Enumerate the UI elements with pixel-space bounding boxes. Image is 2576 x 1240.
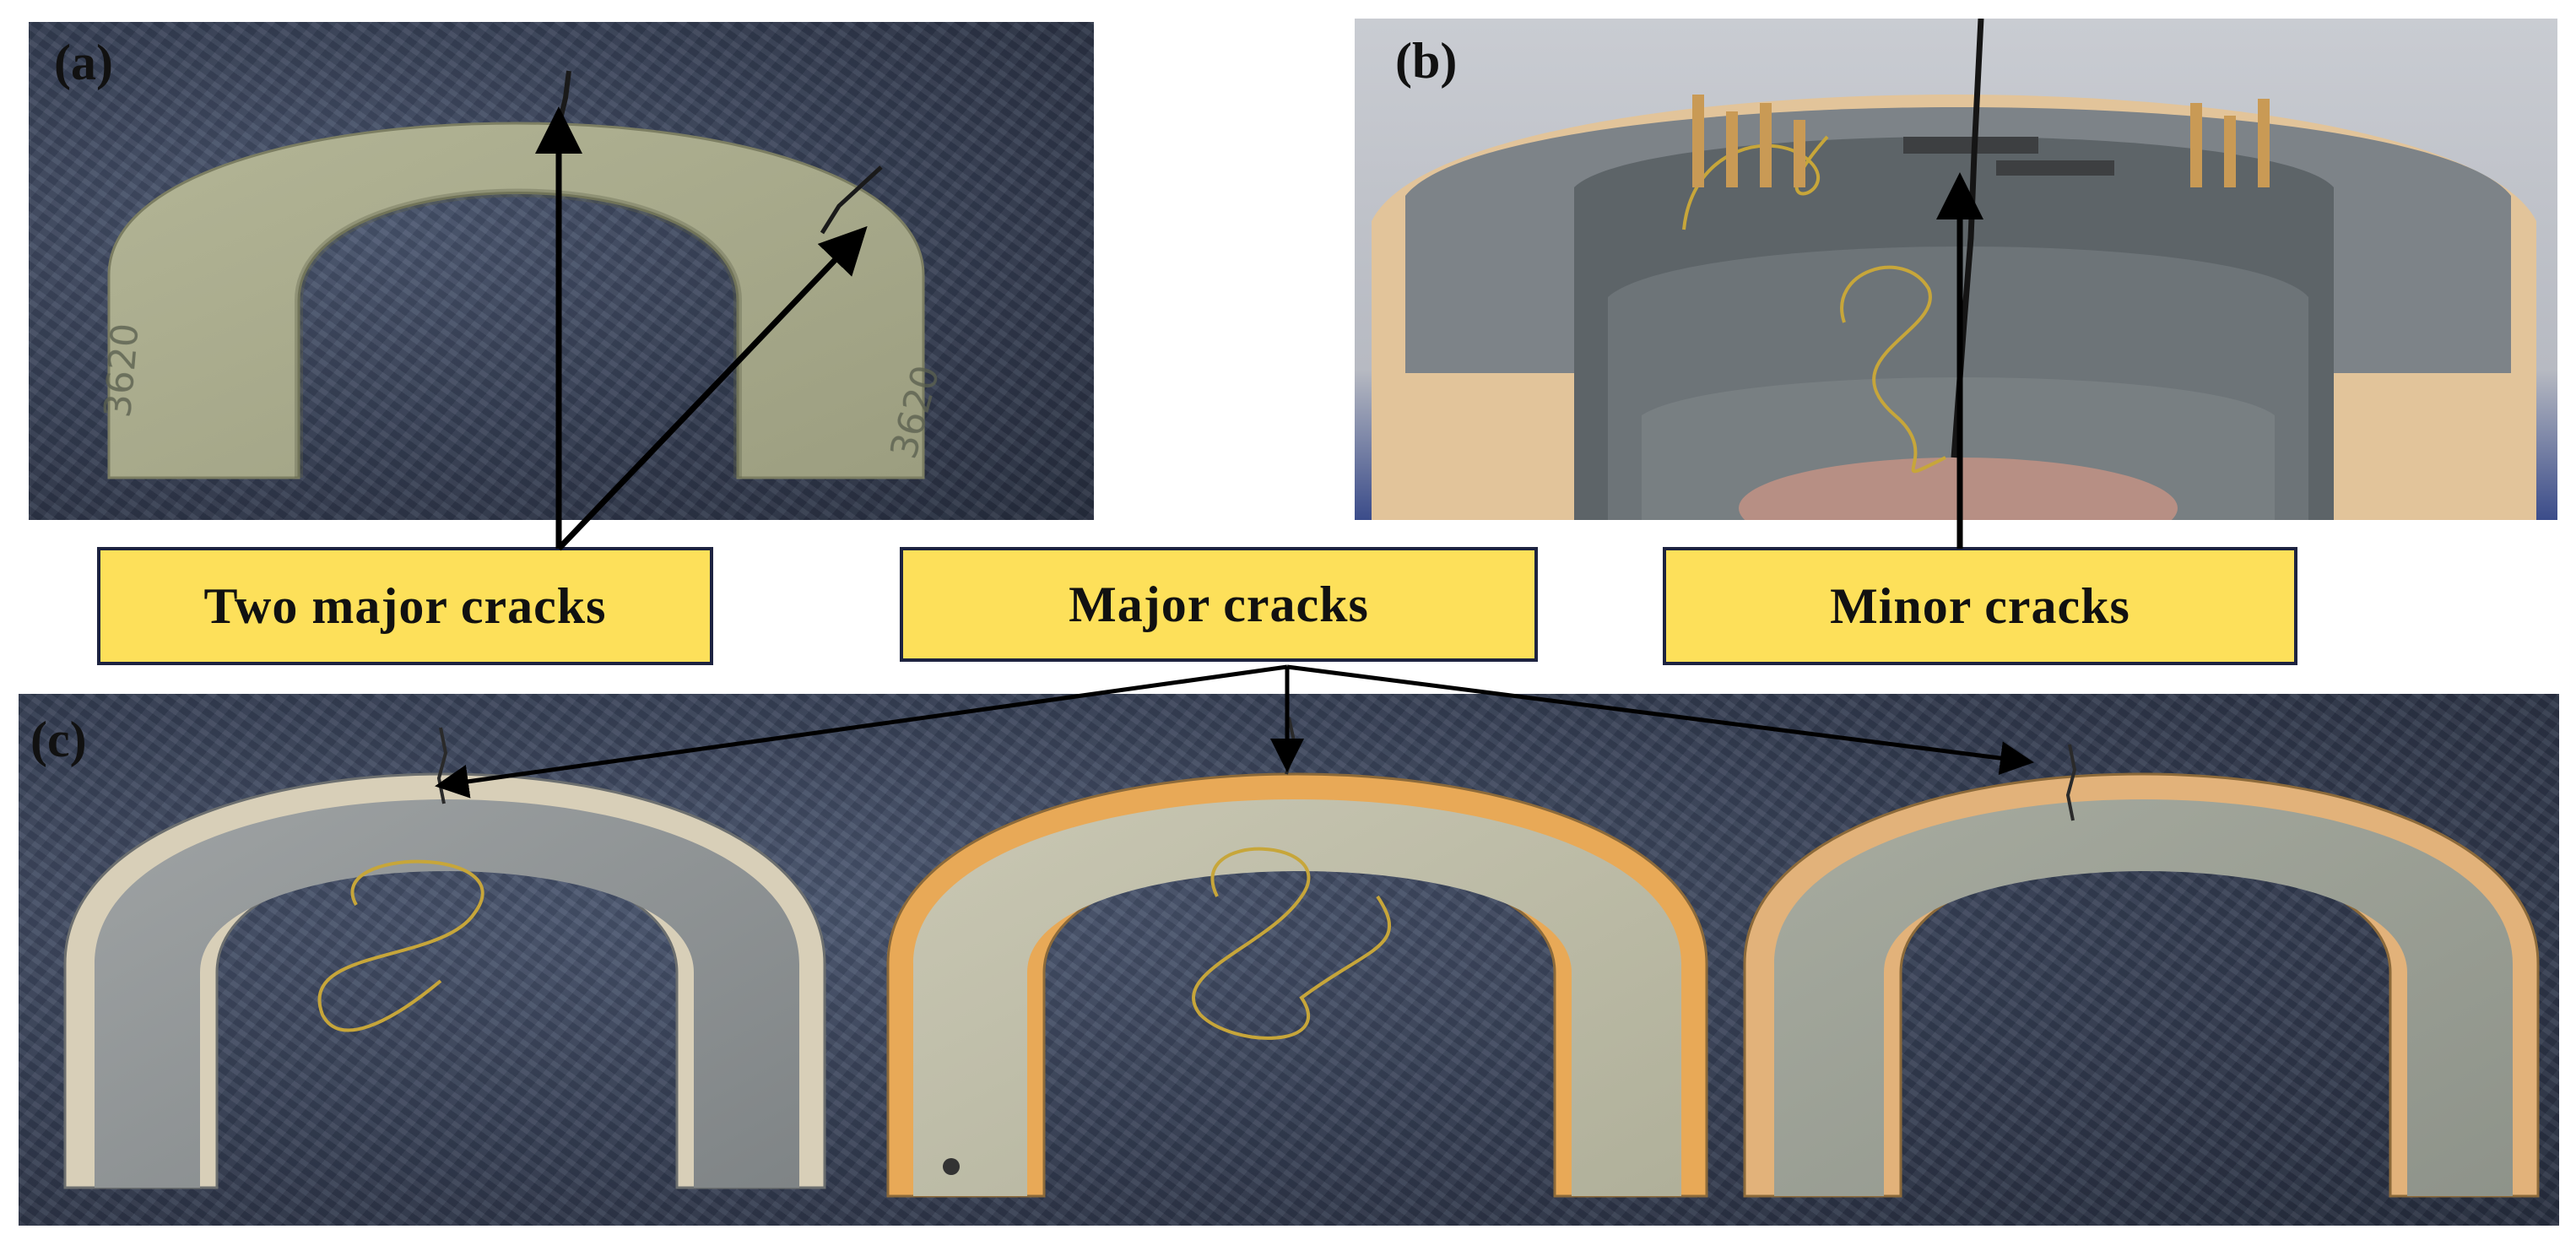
callout-major-cracks: Major cracks — [900, 547, 1538, 662]
panel-label-c: (c) — [30, 712, 87, 767]
specimen-mark-left: 3620 — [96, 322, 148, 420]
photo-panel-a: 3620 3620 (a) — [29, 22, 1094, 520]
callout-two-major-cracks: Two major cracks — [97, 547, 713, 665]
crack-right — [820, 165, 883, 235]
u-specimens-c — [63, 717, 2540, 1198]
cylinder-specimen-b — [1372, 19, 2536, 520]
photo-panel-b: (b) — [1355, 19, 2557, 520]
photo-panel-c: (c) — [19, 694, 2559, 1226]
panel-label-b: (b) — [1395, 33, 1458, 89]
panel-label-a: (a) — [54, 35, 113, 90]
callout-minor-cracks: Minor cracks — [1663, 547, 2297, 665]
u-specimen-a: 3620 3620 — [96, 70, 949, 479]
